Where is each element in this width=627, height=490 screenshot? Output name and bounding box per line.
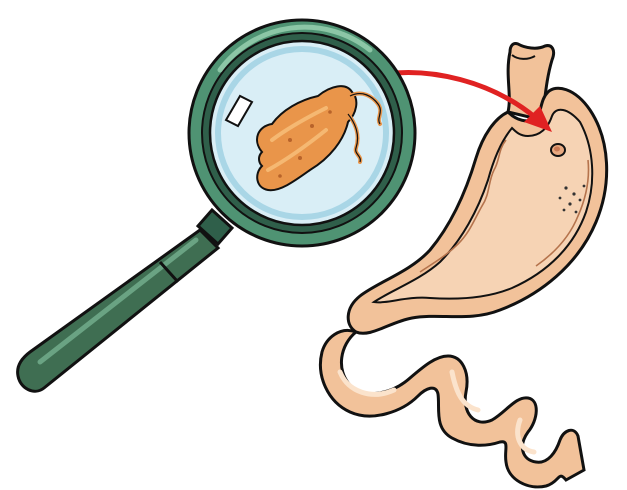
magnifying-glass [18,20,415,391]
magnifier-handle [18,210,232,391]
ulcer-spot [551,144,565,156]
duodenum [320,330,584,486]
